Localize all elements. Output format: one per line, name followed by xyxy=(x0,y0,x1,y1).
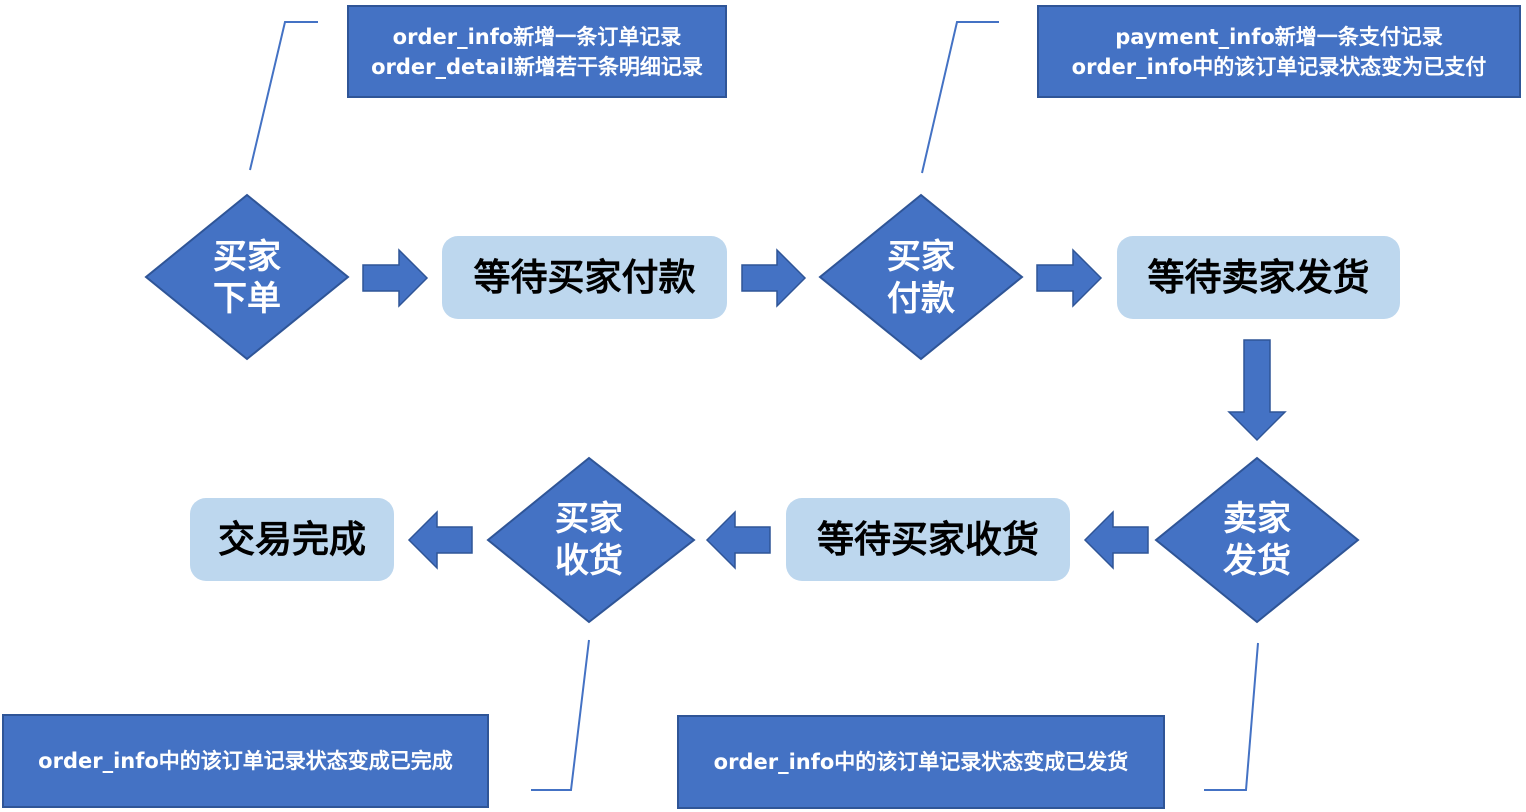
arrow-receive-to-done xyxy=(407,510,473,570)
arrow-ship-to-wait-receive xyxy=(1083,510,1149,570)
note-box-ship xyxy=(677,715,1165,809)
arrow-wait-ship-to-ship xyxy=(1227,339,1287,442)
note-box-order xyxy=(347,5,727,98)
state-box-wait-receive xyxy=(786,498,1070,581)
state-box-wait-pay xyxy=(442,236,727,319)
arrow-wait-receive-to-receive xyxy=(705,510,771,570)
note-box-pay xyxy=(1037,5,1521,98)
diamond-buyer-pay xyxy=(818,193,1024,361)
diamond-seller-ship xyxy=(1154,456,1360,624)
diamond-buyer-receive xyxy=(486,456,696,624)
state-box-wait-ship xyxy=(1117,236,1400,319)
leader-line-order xyxy=(249,21,318,171)
state-box-done xyxy=(190,498,394,581)
leader-line-ship xyxy=(1204,642,1259,791)
arrow-order-to-wait-pay xyxy=(362,248,429,308)
arrow-pay-to-wait-ship xyxy=(1036,248,1103,308)
note-box-receive xyxy=(2,714,489,808)
arrow-wait-pay-to-pay xyxy=(741,248,807,308)
leader-line-receive xyxy=(531,639,590,791)
diamond-buyer-order xyxy=(144,193,350,361)
leader-line-pay xyxy=(921,21,999,174)
